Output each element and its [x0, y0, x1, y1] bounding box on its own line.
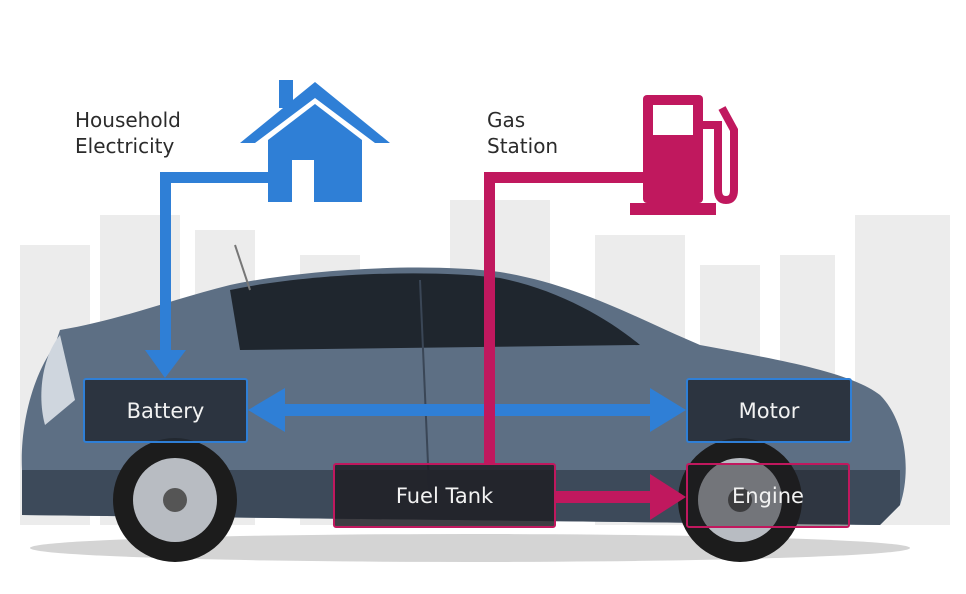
fuel-tank-box: Fuel Tank [333, 463, 556, 528]
house-icon [240, 80, 390, 202]
fuel-flow-arrows [484, 172, 686, 520]
gas-label-line2: Station [487, 134, 559, 158]
engine-label: Engine [732, 483, 804, 508]
gas-pump-icon [630, 95, 738, 215]
household-electricity-label: Household Electricity [75, 107, 181, 159]
fuel-tank-label: Fuel Tank [395, 483, 494, 508]
engine-box: Engine [686, 463, 850, 528]
household-label-line1: Household [75, 108, 181, 132]
gas-label-line1: Gas [487, 108, 526, 132]
motor-label: Motor [738, 398, 800, 423]
electric-flow-arrows [145, 172, 686, 432]
household-label-line2: Electricity [75, 134, 175, 158]
battery-label: Battery [126, 398, 205, 423]
gas-station-label: Gas Station [487, 107, 558, 159]
car-shadow [30, 534, 910, 562]
motor-box: Motor [686, 378, 852, 443]
battery-box: Battery [83, 378, 248, 443]
car [21, 244, 906, 562]
